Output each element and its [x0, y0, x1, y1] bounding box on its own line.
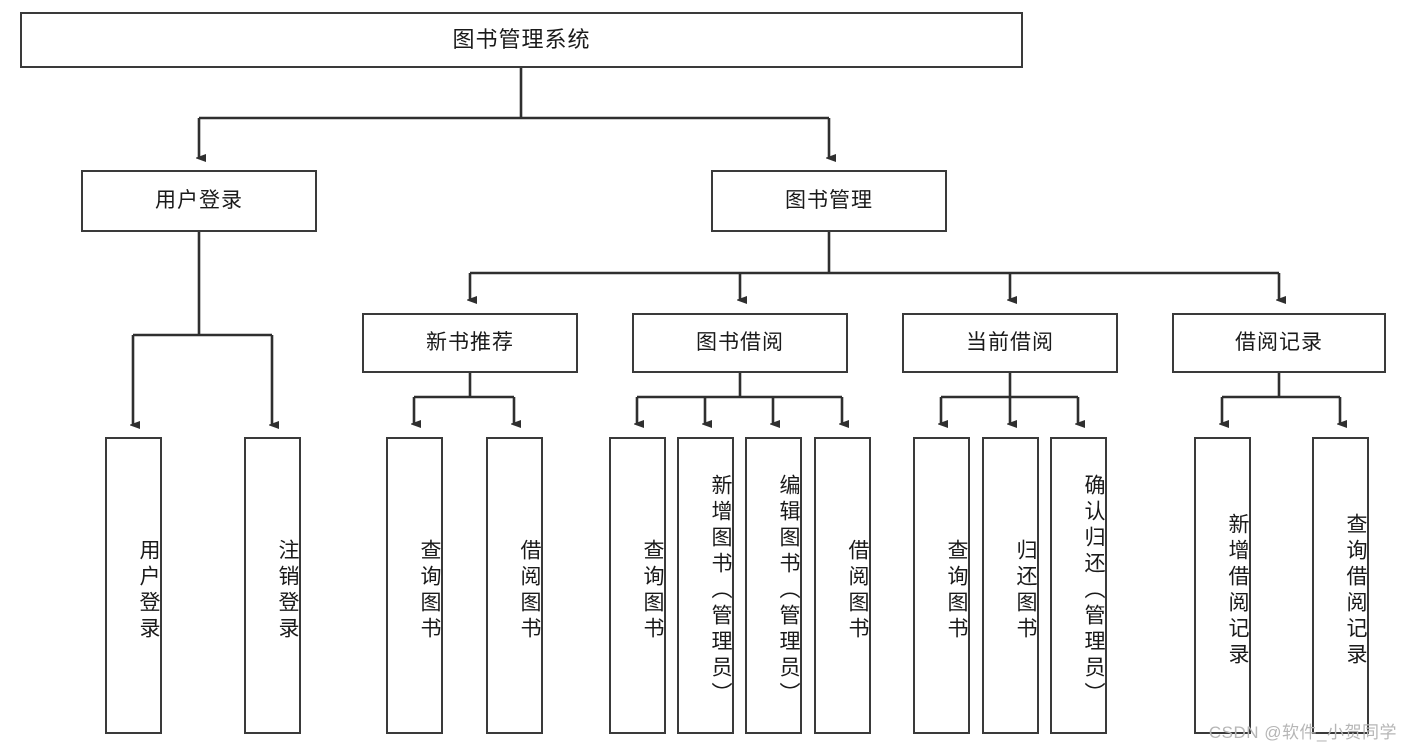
- node-label: 查询图书: [945, 538, 968, 643]
- node-new-book-recommend[interactable]: 新书推荐: [362, 313, 578, 373]
- leaf-book-borrow-add[interactable]: 新增图书（管理员）: [677, 437, 734, 734]
- node-label: 图书管理: [785, 189, 873, 213]
- node-label: 查询图书: [418, 538, 441, 643]
- node-label: 借阅记录: [1235, 331, 1323, 355]
- node-label: 用户登录: [155, 189, 243, 213]
- node-label: 确认归还（管理员）: [1082, 473, 1105, 708]
- node-label: 用户登录: [137, 538, 160, 643]
- leaf-current-borrow-confirm[interactable]: 确认归还（管理员）: [1050, 437, 1107, 734]
- node-root-system[interactable]: 图书管理系统: [20, 12, 1023, 68]
- node-current-borrow[interactable]: 当前借阅: [902, 313, 1118, 373]
- node-book-borrow[interactable]: 图书借阅: [632, 313, 848, 373]
- node-label: 查询图书: [641, 538, 664, 643]
- leaf-borrow-record-query[interactable]: 查询借阅记录: [1312, 437, 1369, 734]
- watermark: CSDN @软件_小贺同学: [1208, 723, 1397, 742]
- leaf-new-book-query[interactable]: 查询图书: [386, 437, 443, 734]
- leaf-user-login-logout[interactable]: 注销登录: [244, 437, 301, 734]
- leaf-new-book-borrow[interactable]: 借阅图书: [486, 437, 543, 734]
- node-label: 注销登录: [276, 538, 299, 643]
- node-label: 归还图书: [1014, 538, 1037, 643]
- node-label: 借阅图书: [518, 538, 541, 643]
- node-label: 编辑图书（管理员）: [777, 473, 800, 708]
- leaf-book-borrow-query[interactable]: 查询图书: [609, 437, 666, 734]
- leaf-user-login-login[interactable]: 用户登录: [105, 437, 162, 734]
- leaf-borrow-record-add[interactable]: 新增借阅记录: [1194, 437, 1251, 734]
- node-user-login[interactable]: 用户登录: [81, 170, 317, 232]
- node-label: 图书借阅: [696, 331, 784, 355]
- node-label: 查询借阅记录: [1344, 512, 1367, 669]
- node-label: 图书管理系统: [452, 26, 591, 52]
- node-borrow-record[interactable]: 借阅记录: [1172, 313, 1386, 373]
- node-label: 借阅图书: [846, 538, 869, 643]
- leaf-book-borrow-edit[interactable]: 编辑图书（管理员）: [745, 437, 802, 734]
- leaf-current-borrow-query[interactable]: 查询图书: [913, 437, 970, 734]
- leaf-current-borrow-return[interactable]: 归还图书: [982, 437, 1039, 734]
- node-book-management[interactable]: 图书管理: [711, 170, 947, 232]
- node-label: 新增图书（管理员）: [709, 473, 732, 708]
- node-label: 当前借阅: [966, 331, 1054, 355]
- node-label: 新书推荐: [426, 331, 514, 355]
- node-label: 新增借阅记录: [1226, 512, 1249, 669]
- leaf-book-borrow-borrow[interactable]: 借阅图书: [814, 437, 871, 734]
